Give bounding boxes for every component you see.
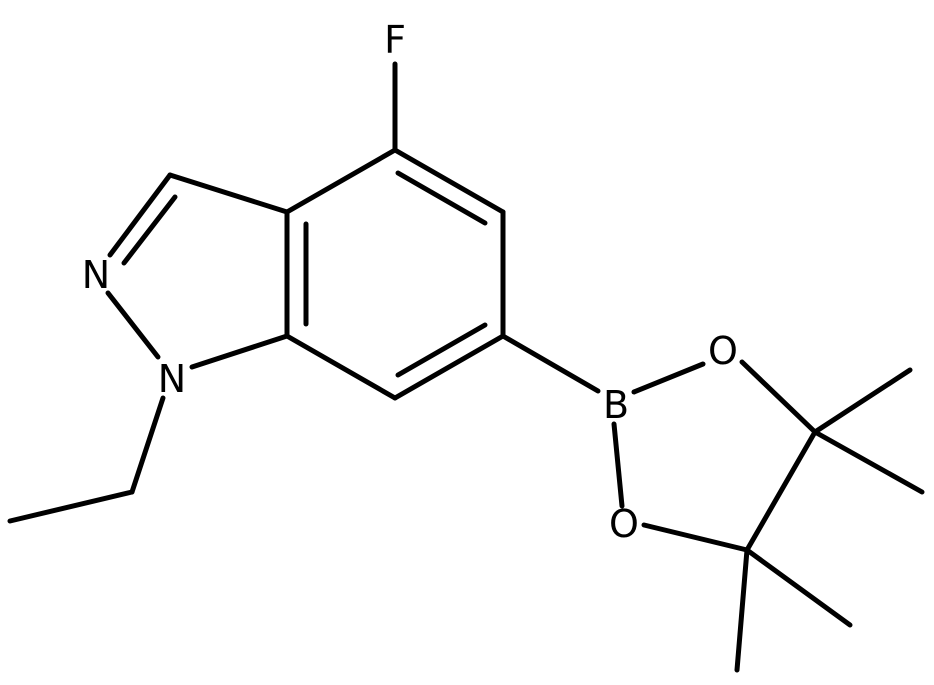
bond-c-c-ring — [744, 429, 818, 553]
bond-methyl-4 — [734, 547, 750, 673]
atom-label-o-bottom: O — [609, 502, 639, 546]
bond-c-o-bottom — [641, 522, 750, 553]
bond-c7-c7a — [284, 333, 398, 401]
bond-b-o-top — [631, 361, 706, 395]
bond-o-top-c — [739, 359, 818, 435]
bond-c4-c5 — [392, 147, 506, 215]
atom-label-n1: N — [158, 357, 186, 401]
bond-c3-n2-inner — [121, 194, 178, 266]
atom-label-o-top: O — [708, 329, 738, 373]
bond-n2-n1 — [105, 290, 161, 360]
bond-methyl-1 — [812, 367, 913, 435]
atom-label-n2: N — [82, 253, 110, 297]
bond-c3a-c3 — [167, 172, 290, 215]
bond-c3-n2 — [107, 172, 173, 258]
bond-methyl-3 — [744, 547, 853, 628]
atom-label-f: F — [384, 18, 406, 62]
bond-o-bottom-b — [611, 421, 625, 509]
bond-ch2-ch3 — [7, 489, 135, 524]
bond-c4-c5-inner — [395, 170, 488, 226]
bond-c6-b — [500, 333, 601, 394]
atom-labels: F N N B O O — [82, 18, 738, 546]
bonds — [7, 61, 925, 673]
bond-methyl-2 — [812, 429, 925, 495]
bond-c6-c7 — [392, 333, 506, 401]
bond-n1-c7a — [189, 333, 290, 370]
bond-n1-ch2 — [129, 395, 166, 495]
bond-c6-c7-inner — [395, 322, 488, 378]
atom-label-b: B — [603, 383, 629, 427]
bond-c3a-c4 — [284, 147, 398, 215]
